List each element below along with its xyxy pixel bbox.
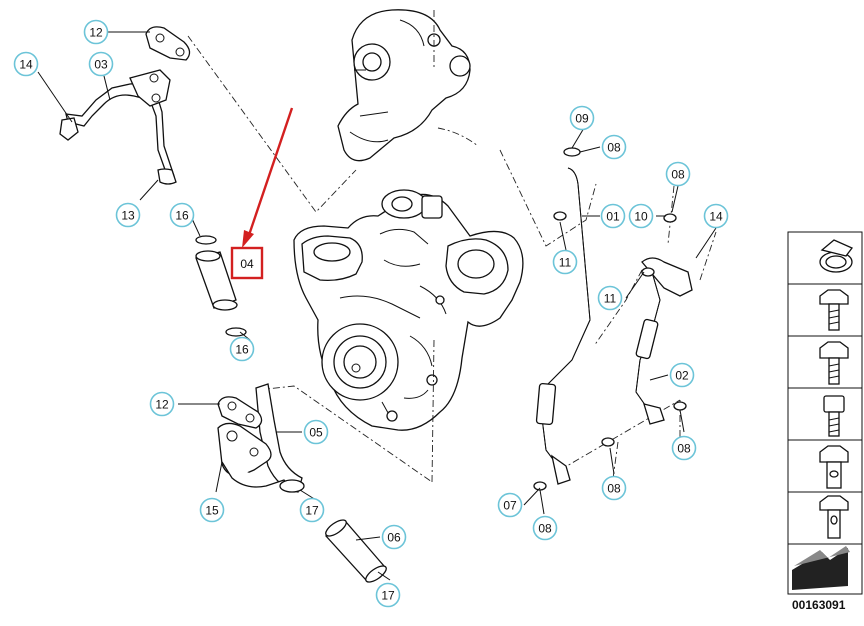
highlight-marker: 04: [230, 107, 294, 280]
callout-label: 14: [709, 210, 723, 224]
hose-part-06: [325, 519, 387, 583]
callout-11[interactable]: 11: [552, 249, 578, 275]
hose-part-04: [195, 250, 238, 311]
callout-label: 08: [677, 442, 691, 456]
callout-15[interactable]: 15: [199, 497, 225, 523]
callout-09[interactable]: 09: [569, 105, 595, 131]
callout-label: 05: [309, 426, 323, 440]
callout-10[interactable]: 10: [628, 203, 654, 229]
callout-16[interactable]: 16: [229, 336, 255, 362]
direction-arrow-icon: [792, 546, 850, 590]
callout-label: 11: [559, 256, 572, 270]
callout-label: 17: [381, 589, 395, 603]
callout-label: 13: [121, 209, 135, 223]
callout-16[interactable]: 16: [169, 202, 195, 228]
callout-08[interactable]: 08: [665, 161, 691, 187]
callout-label: 11: [604, 292, 617, 306]
callout-label: 14: [19, 58, 33, 72]
socket-head-screw-icon: [823, 395, 845, 437]
callout-08[interactable]: 08: [532, 515, 558, 541]
washers: [533, 437, 615, 491]
hex-bolt-icon: [819, 341, 849, 385]
callout-13[interactable]: 13: [115, 202, 141, 228]
callout-12[interactable]: 12: [83, 19, 109, 45]
callout-17[interactable]: 17: [375, 582, 401, 608]
callout-label: 08: [538, 522, 552, 536]
gasket-part-12-lower: [217, 396, 263, 429]
pipe-part-05: [217, 383, 305, 493]
callout-14[interactable]: 14: [13, 51, 39, 77]
callout-02[interactable]: 02: [669, 362, 695, 388]
callout-label: 12: [155, 398, 169, 412]
hose-clamp-16-lower: [225, 327, 247, 337]
callout-01[interactable]: 01: [600, 203, 626, 229]
callout-label: 07: [503, 499, 517, 513]
callout-12[interactable]: 12: [149, 391, 175, 417]
callout-07[interactable]: 07: [497, 492, 523, 518]
callout-11[interactable]: 11: [597, 285, 623, 311]
callout-label: 17: [305, 504, 319, 518]
callout-17[interactable]: 17: [299, 497, 325, 523]
oil-line-part-01: [535, 147, 591, 485]
callout-label: 16: [235, 343, 249, 357]
fastener-legend: [787, 231, 863, 595]
callout-label: 08: [607, 482, 621, 496]
callout-06[interactable]: 06: [381, 524, 407, 550]
callout-08[interactable]: 08: [671, 435, 697, 461]
hose-clamp-16-upper: [195, 235, 217, 245]
callout-label: 08: [671, 168, 685, 182]
turbocharger-illustration: [293, 9, 524, 431]
callout-14[interactable]: 14: [703, 203, 729, 229]
callout-label: 10: [634, 210, 648, 224]
pipe-part-03: [59, 69, 177, 185]
banjo-bolt-icon: [819, 445, 849, 489]
callout-label: 01: [606, 210, 620, 224]
hex-bolt-icon: [819, 289, 849, 331]
callout-label: 09: [575, 112, 589, 126]
callout-08[interactable]: 08: [601, 475, 627, 501]
callout-label: 03: [94, 58, 108, 72]
callout-label: 16: [175, 209, 189, 223]
callout-label: 08: [607, 141, 621, 155]
oil-line-part-02: [635, 213, 693, 425]
hollow-bolt-icon: [819, 495, 849, 539]
callout-leaders: [37, 31, 717, 581]
document-id: 00163091: [792, 598, 846, 612]
gasket-part-12-upper: [145, 26, 191, 61]
callout-05[interactable]: 05: [303, 419, 329, 445]
callout-label: 15: [205, 504, 219, 518]
callout-08[interactable]: 08: [601, 134, 627, 160]
highlighted-part-label: 04: [240, 257, 254, 271]
callout-03[interactable]: 03: [88, 51, 114, 77]
callout-label: 12: [89, 26, 103, 40]
callout-label: 06: [387, 531, 401, 545]
hose-clamp-icon: [819, 239, 854, 273]
callout-label: 02: [675, 369, 689, 383]
